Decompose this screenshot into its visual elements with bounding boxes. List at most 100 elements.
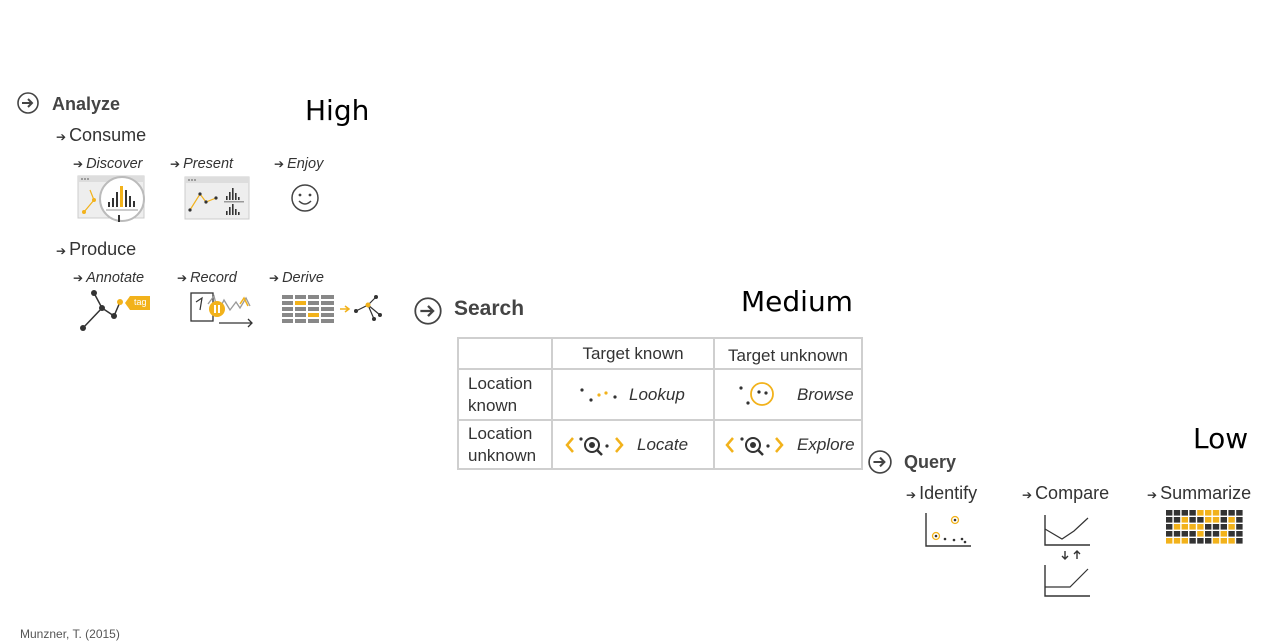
heatmap-cell: [1166, 524, 1173, 530]
heatmap-cell: [1212, 538, 1220, 544]
browse-icon: [739, 381, 774, 406]
heatmap-cell: [1228, 524, 1235, 530]
discover-icon: [77, 175, 145, 222]
record-label: ➔Record: [177, 270, 237, 286]
col-header-target-known: Target known: [551, 337, 715, 370]
enjoy-label: ➔Enjoy: [274, 156, 324, 172]
heatmap-cell: [1212, 524, 1220, 530]
heatmap-cell: [1220, 524, 1227, 530]
arrow-right-icon: ➔: [56, 130, 67, 144]
heatmap-cell: [1220, 517, 1227, 523]
present-label: ➔Present: [170, 156, 234, 172]
discover-label: ➔Discover: [73, 156, 143, 172]
heatmap-cell: [1236, 538, 1243, 544]
summarize-label: ➔Summarize: [1147, 483, 1252, 503]
arrow-right-icon: ➔: [274, 157, 285, 171]
identify-icon: [925, 513, 971, 547]
citation-footnote: Munzner, T. (2015): [20, 627, 120, 641]
level-high-label: High: [305, 94, 370, 127]
circle-arrow-icon: [17, 92, 39, 114]
heatmap-cell: [1166, 510, 1173, 516]
arrow-right-icon: ➔: [73, 271, 84, 285]
cell-browse: Browse: [713, 368, 863, 421]
arrow-right-icon: ➔: [56, 244, 67, 258]
compare-label: ➔Compare: [1022, 483, 1110, 503]
heatmap-cell: [1205, 510, 1212, 516]
arrow-right-icon: ➔: [177, 271, 188, 285]
heatmap-cell: [1205, 538, 1212, 544]
heatmap-cell: [1228, 538, 1235, 544]
heatmap-cell: [1236, 531, 1243, 537]
compare-icon: [1044, 515, 1090, 597]
level-low-label: Low: [1193, 422, 1249, 455]
heatmap-cell: [1197, 538, 1204, 544]
analyze-title: Analyze: [52, 94, 121, 114]
heatmap-cell: [1220, 510, 1227, 516]
cell-lookup: Lookup: [551, 368, 715, 421]
heatmap-cell: [1220, 531, 1227, 537]
heatmap-cell: [1228, 531, 1235, 537]
heatmap-cell: [1189, 524, 1196, 530]
locate-icon: [565, 436, 624, 456]
heatmap-cell: [1236, 524, 1243, 530]
circle-arrow-icon: [868, 450, 892, 474]
heatmap-cell: [1228, 517, 1235, 523]
lookup-icon: [580, 387, 617, 402]
heatmap-cell: [1197, 517, 1204, 523]
heatmap-cell: [1181, 524, 1188, 530]
consume-title: Consume: [69, 125, 147, 145]
smiley-icon: [291, 184, 319, 212]
heatmap-cell: [1236, 517, 1243, 523]
heatmap-cell: [1228, 510, 1235, 516]
heatmap-cell: [1212, 510, 1220, 516]
produce-title: Produce: [69, 239, 137, 259]
present-icon: [184, 176, 250, 220]
heatmap-cell: [1236, 510, 1243, 516]
arrow-right-icon: ➔: [1022, 488, 1033, 502]
level-medium-label: Medium: [741, 285, 853, 318]
derive-icon: [282, 295, 382, 323]
heatmap-cell: [1212, 517, 1220, 523]
table-corner-cell: [457, 337, 553, 370]
arrow-right-icon: ➔: [269, 271, 280, 285]
col-header-target-unknown: Target unknown: [713, 337, 863, 370]
heatmap-cell: [1189, 517, 1196, 523]
consume-heading: ➔Consume: [56, 125, 146, 146]
circle-arrow-icon: [414, 297, 442, 325]
heatmap-cell: [1181, 538, 1188, 544]
identify-label: ➔Identify: [906, 483, 978, 503]
heatmap-cell: [1197, 524, 1204, 530]
heatmap-cell: [1205, 531, 1212, 537]
heatmap-cell: [1212, 531, 1220, 537]
query-title: Query: [904, 452, 957, 472]
heatmap-cell: [1181, 531, 1188, 537]
tag-label: tag: [134, 297, 147, 307]
produce-heading: ➔Produce: [56, 239, 136, 260]
search-title: Search: [454, 297, 525, 320]
heatmap-cell: [1197, 531, 1204, 537]
heatmap-cell: [1173, 510, 1181, 516]
heatmap-cell: [1166, 531, 1173, 537]
heatmap-cell: [1173, 524, 1181, 530]
heatmap-cell: [1166, 517, 1173, 523]
derive-label: ➔Derive: [269, 270, 324, 286]
heatmap-cell: [1189, 531, 1196, 537]
heatmap-cell: [1166, 538, 1173, 544]
heatmap-cell: [1181, 517, 1188, 523]
cell-locate: Locate: [551, 419, 715, 470]
annotate-label: ➔Annotate: [73, 270, 145, 286]
heatmap-cell: [1189, 538, 1196, 544]
heatmap-cell: [1173, 517, 1181, 523]
heatmap-cell: [1173, 538, 1181, 544]
heatmap-cell: [1189, 510, 1196, 516]
heatmap-cell: [1205, 517, 1212, 523]
summarize-icon: [1166, 510, 1243, 544]
heatmap-cell: [1197, 510, 1204, 516]
arrow-right-icon: ➔: [906, 488, 917, 502]
table-row: Target known Target unknown: [457, 337, 863, 370]
